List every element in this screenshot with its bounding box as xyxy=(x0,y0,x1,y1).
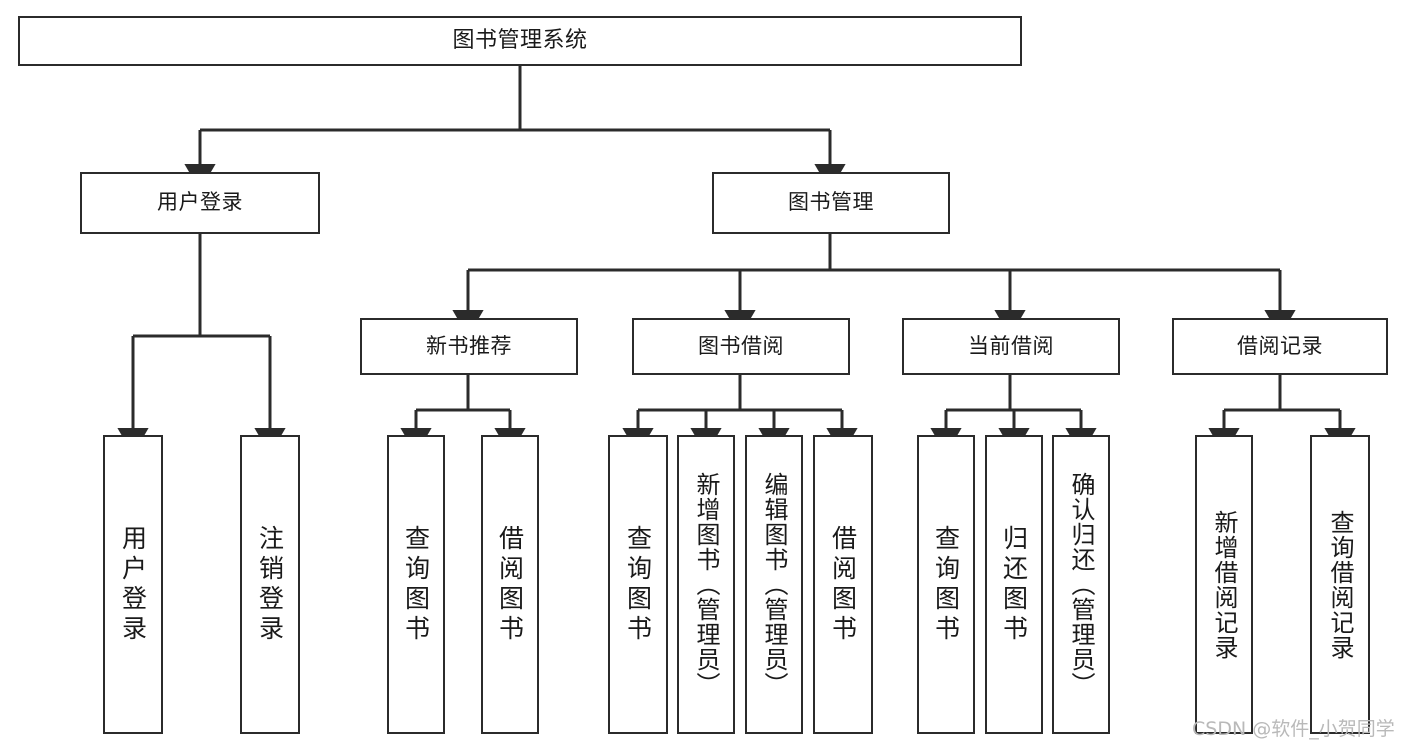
node-current-borrow[interactable]: 当前借阅 xyxy=(902,318,1120,375)
node-borrow-record-label: 借阅记录 xyxy=(1237,333,1323,358)
node-leaf-confirm-return[interactable]: 确认归还（管理员） xyxy=(1052,435,1110,734)
node-leaf-query-book-1-label: 查询图书 xyxy=(401,524,431,645)
node-leaf-query-book-3-label: 查询图书 xyxy=(931,524,961,645)
node-leaf-borrow-book-2-label: 借阅图书 xyxy=(828,524,858,645)
node-leaf-query-book-2[interactable]: 查询图书 xyxy=(608,435,668,734)
node-leaf-add-book[interactable]: 新增图书（管理员） xyxy=(677,435,735,734)
node-leaf-borrow-book-1[interactable]: 借阅图书 xyxy=(481,435,539,734)
node-root[interactable]: 图书管理系统 xyxy=(18,16,1022,66)
node-leaf-edit-book[interactable]: 编辑图书（管理员） xyxy=(745,435,803,734)
node-leaf-add-book-label: 新增图书（管理员） xyxy=(692,472,720,697)
node-book-borrow-label: 图书借阅 xyxy=(698,333,784,358)
node-leaf-query-record[interactable]: 查询借阅记录 xyxy=(1310,435,1370,734)
node-leaf-return-book[interactable]: 归还图书 xyxy=(985,435,1043,734)
node-leaf-logout-login[interactable]: 注销登录 xyxy=(240,435,300,734)
node-leaf-confirm-return-label: 确认归还（管理员） xyxy=(1067,472,1095,697)
node-leaf-borrow-book-2[interactable]: 借阅图书 xyxy=(813,435,873,734)
node-leaf-logout-login-label: 注销登录 xyxy=(255,524,285,645)
node-leaf-user-login-label: 用户登录 xyxy=(118,524,148,645)
node-root-label: 图书管理系统 xyxy=(452,27,588,53)
node-leaf-query-book-2-label: 查询图书 xyxy=(623,524,653,645)
node-current-borrow-label: 当前借阅 xyxy=(968,333,1054,358)
node-leaf-user-login[interactable]: 用户登录 xyxy=(103,435,163,734)
node-new-book-recommend[interactable]: 新书推荐 xyxy=(360,318,578,375)
watermark: CSDN @软件_小贺同学 xyxy=(1192,718,1395,740)
node-user-login-label: 用户登录 xyxy=(157,190,243,215)
node-book-management[interactable]: 图书管理 xyxy=(712,172,950,234)
node-leaf-add-record[interactable]: 新增借阅记录 xyxy=(1195,435,1253,734)
node-leaf-borrow-book-1-label: 借阅图书 xyxy=(495,524,525,645)
node-leaf-add-record-label: 新增借阅记录 xyxy=(1210,509,1238,660)
node-leaf-query-book-3[interactable]: 查询图书 xyxy=(917,435,975,734)
node-book-borrow[interactable]: 图书借阅 xyxy=(632,318,850,375)
node-new-book-recommend-label: 新书推荐 xyxy=(426,333,512,358)
node-leaf-query-book-1[interactable]: 查询图书 xyxy=(387,435,445,734)
node-leaf-query-record-label: 查询借阅记录 xyxy=(1326,509,1354,660)
node-borrow-record[interactable]: 借阅记录 xyxy=(1172,318,1388,375)
node-user-login[interactable]: 用户登录 xyxy=(80,172,320,234)
node-book-management-label: 图书管理 xyxy=(788,190,874,215)
node-leaf-edit-book-label: 编辑图书（管理员） xyxy=(760,472,788,697)
node-leaf-return-book-label: 归还图书 xyxy=(999,524,1029,645)
